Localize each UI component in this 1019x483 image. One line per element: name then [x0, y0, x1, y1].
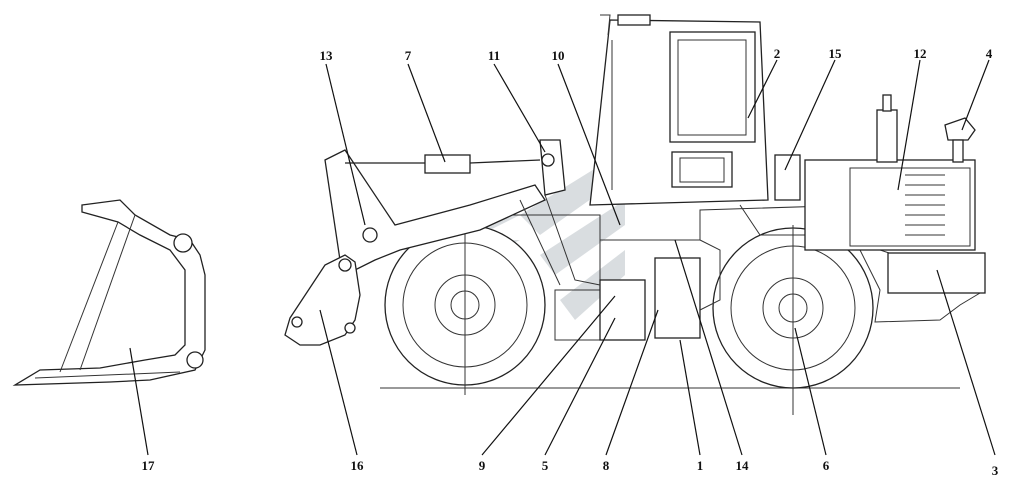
label-15: 15: [829, 46, 843, 61]
label-9: 9: [479, 458, 486, 473]
label-17: 17: [142, 458, 156, 473]
label-5: 5: [542, 458, 549, 473]
label-6: 6: [823, 458, 830, 473]
front-bucket: [284, 254, 361, 346]
label-16: 16: [351, 458, 365, 473]
operator-cab: [589, 14, 769, 206]
label-14: 14: [736, 458, 750, 473]
label-13: 13: [320, 48, 334, 63]
label-1: 1: [697, 458, 704, 473]
label-11: 11: [488, 48, 500, 63]
leader-lines: [129, 59, 996, 456]
chassis-frame: [470, 204, 986, 341]
label-3: 3: [992, 463, 999, 478]
label-10: 10: [552, 48, 565, 63]
engine-hood: [774, 94, 976, 251]
front-wheel: [384, 224, 546, 395]
label-4: 4: [986, 46, 993, 61]
label-2: 2: [774, 46, 781, 61]
label-7: 7: [405, 48, 412, 63]
label-12: 12: [914, 46, 927, 61]
detached-bucket: [12, 199, 206, 386]
rear-wheel: [712, 225, 874, 415]
part-labels: 13 7 11 10 2 15 12 4 17 16 9 5 8 1 14 6 …: [142, 46, 999, 478]
tilt-linkage: [519, 153, 601, 286]
label-8: 8: [603, 458, 610, 473]
lift-cylinder: [345, 154, 541, 174]
